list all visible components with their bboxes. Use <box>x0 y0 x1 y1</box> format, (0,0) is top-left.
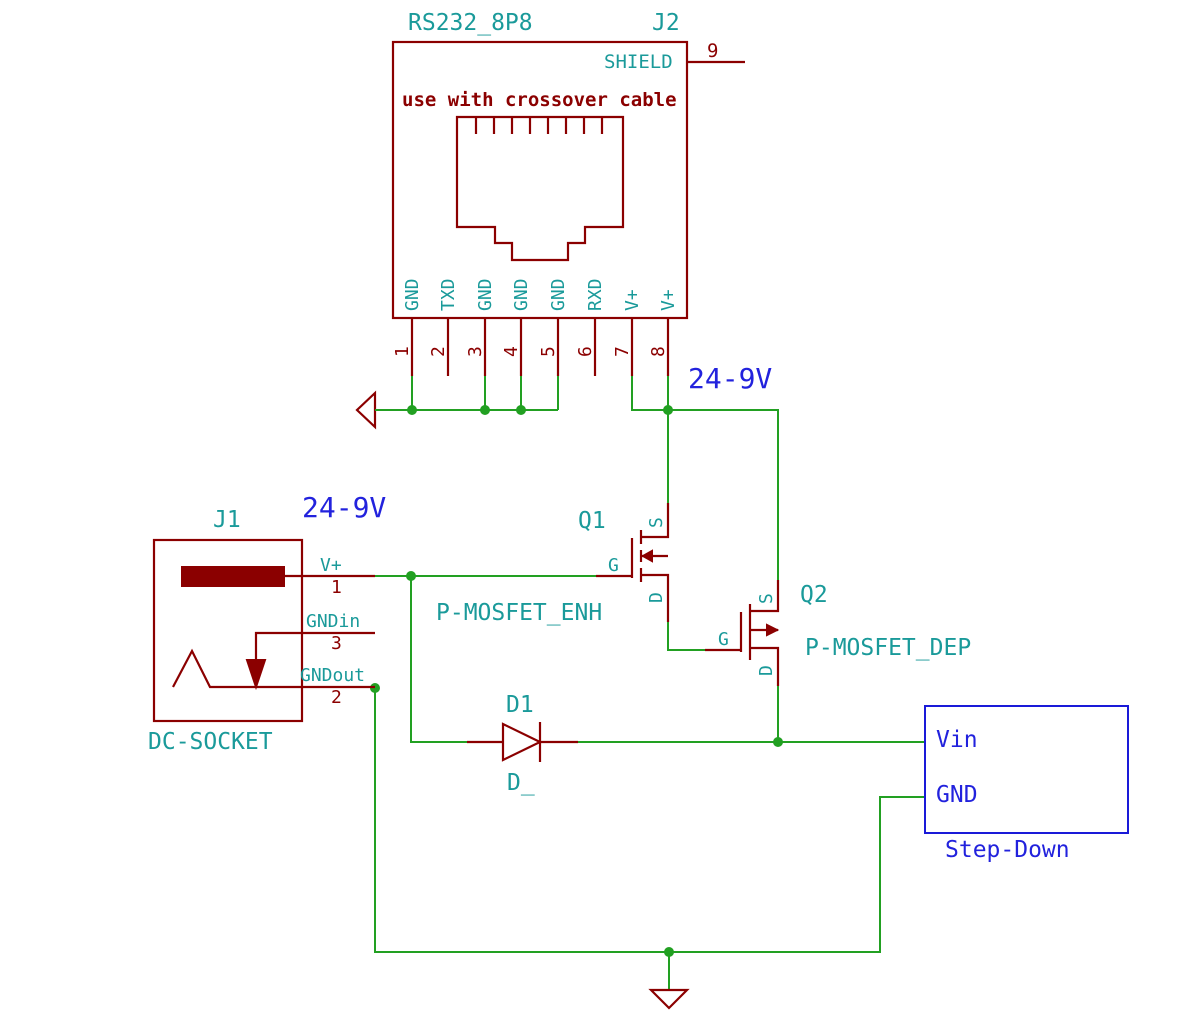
stepdown-module: Vin GND Step-Down <box>924 705 1129 863</box>
stepdown-body <box>924 705 1129 834</box>
j1-pin1-name: V+ <box>320 555 342 576</box>
d1-ref: D1 <box>506 692 534 718</box>
stepdown-gnd: GND <box>936 782 978 808</box>
j2-pin-name-7: V+ <box>622 289 643 311</box>
ground-symbol-icon <box>355 390 377 430</box>
mosfet-arrow-icon <box>766 623 780 637</box>
q1-source-label: S <box>646 517 667 528</box>
q2-mosfet: Q2 P-MOSFET_DEP G S D <box>705 580 971 686</box>
j2-pin-name-6: RXD <box>585 278 606 311</box>
j2-pin-name-1: GND <box>402 278 423 311</box>
j1-value: DC-SOCKET <box>148 729 273 755</box>
q2-source-label: S <box>756 593 777 604</box>
d1-value: D_ <box>507 770 535 796</box>
j2-pin-numbers: 1 2 3 4 5 6 7 8 <box>392 346 669 357</box>
j2-pin-name-4: GND <box>511 278 532 311</box>
q1-drain-label: D <box>646 592 667 603</box>
j2-pin-num-4: 4 <box>501 346 522 357</box>
wires <box>374 376 925 990</box>
stepdown-vin: Vin <box>936 727 978 753</box>
j2-pin-num-6: 6 <box>575 346 596 357</box>
rj45-jack-icon <box>455 115 625 262</box>
q2-drain-label: D <box>756 665 777 676</box>
j2-body <box>391 40 689 320</box>
j2-pin-num-3: 3 <box>465 346 486 357</box>
q2-gate-label: G <box>718 629 729 650</box>
j1-pin2-name: GNDout <box>300 665 365 686</box>
j2-shield-label: SHIELD <box>604 51 673 73</box>
q2-value: P-MOSFET_DEP <box>805 635 971 661</box>
j1-dc-socket: J1 DC-SOCKET V+ 1 GNDin 3 GNDout 2 <box>148 507 375 755</box>
j2-connector: RS232_8P8 J2 SHIELD 9 use with crossover… <box>391 10 745 376</box>
j2-pin-name-5: GND <box>548 278 569 311</box>
j2-pin-num-8: 8 <box>648 346 669 357</box>
mosfet-arrow-icon <box>640 549 653 563</box>
q1-mosfet: Q1 P-MOSFET_ENH G S D <box>436 503 670 626</box>
arrow-down-icon <box>245 659 267 691</box>
j2-pin-num-2: 2 <box>428 346 449 357</box>
j1-body <box>152 538 304 723</box>
q1-ref: Q1 <box>578 508 606 534</box>
q2-ref: Q2 <box>800 582 828 608</box>
j2-value: RS232_8P8 <box>408 10 533 36</box>
j2-shield-pin-num: 9 <box>707 40 718 62</box>
j2-pin-num-1: 1 <box>392 346 413 357</box>
j2-pin-names: GND TXD GND GND GND RXD V+ V+ <box>402 278 679 311</box>
j2-ref: J2 <box>652 10 680 36</box>
j2-pin-num-5: 5 <box>538 346 559 357</box>
q1-gate-label: G <box>608 555 619 576</box>
dc-pin-icon <box>181 566 285 587</box>
j2-pin-name-8: V+ <box>658 289 679 311</box>
j1-pin2-num: 2 <box>331 687 342 708</box>
ground-symbol-icon <box>648 988 690 1010</box>
rj45-contacts <box>474 117 604 134</box>
j2-pin-name-3: GND <box>475 278 496 311</box>
diode-icon <box>501 722 543 762</box>
j2-note: use with crossover cable <box>402 89 677 111</box>
net-label-top: 24-9V <box>688 362 772 395</box>
j2-pin-num-7: 7 <box>612 346 633 357</box>
j1-pin3-name: GNDin <box>306 611 360 632</box>
j1-pin3-num: 3 <box>331 633 342 654</box>
q1-value: P-MOSFET_ENH <box>436 600 602 626</box>
d1-diode: D1 D_ <box>467 692 578 796</box>
junctions <box>370 405 783 957</box>
switch-contact-icon <box>172 648 375 689</box>
j2-pins <box>410 318 670 376</box>
net-label-j1: 24-9V <box>302 491 386 524</box>
j2-pin-name-2: TXD <box>438 278 459 311</box>
j1-pin1-num: 1 <box>331 577 342 598</box>
j1-ref: J1 <box>213 507 241 533</box>
stepdown-label: Step-Down <box>945 837 1070 863</box>
